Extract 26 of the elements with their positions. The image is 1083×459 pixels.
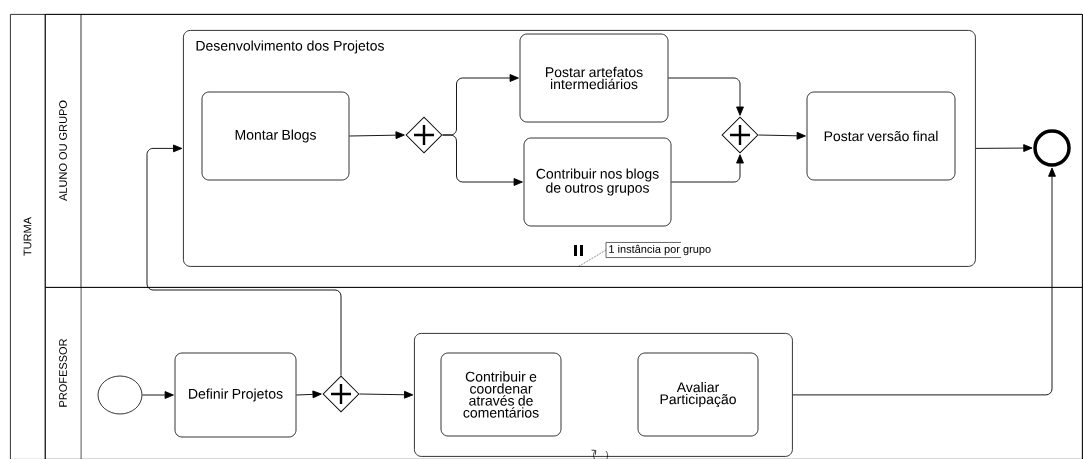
task-box: Definir Projetos	[174, 352, 297, 438]
arrow	[442, 134, 523, 186]
start-event-circle	[97, 375, 143, 415]
subprocess-box	[414, 333, 793, 457]
task-box: Contribuir nos blogs de outros grupos	[523, 137, 672, 227]
arrow	[141, 391, 174, 399]
arrow	[792, 167, 1056, 396]
end-event-circle	[1033, 129, 1071, 167]
arrow	[146, 144, 342, 376]
task-box: Contribuir e coordenar através de comentários	[440, 352, 562, 437]
task-box: Montar Blogs	[201, 91, 350, 181]
arrow	[359, 390, 414, 399]
leader-line	[577, 249, 607, 268]
task-box: Postar artefatos intermediários	[519, 33, 669, 123]
text-annotation: 1 instância por grupo	[605, 242, 711, 258]
parallel-gateway	[405, 116, 443, 154]
parallel-gateway	[721, 116, 759, 154]
arrow	[758, 131, 806, 140]
arrow	[670, 154, 744, 183]
arrow	[667, 77, 744, 116]
arrow	[348, 131, 405, 140]
task-box: Avaliar Participação	[637, 352, 759, 437]
arrow	[975, 144, 1033, 152]
parallel-gateway	[322, 375, 360, 413]
task-box: Postar versão final	[806, 91, 956, 181]
arrow	[295, 390, 322, 399]
